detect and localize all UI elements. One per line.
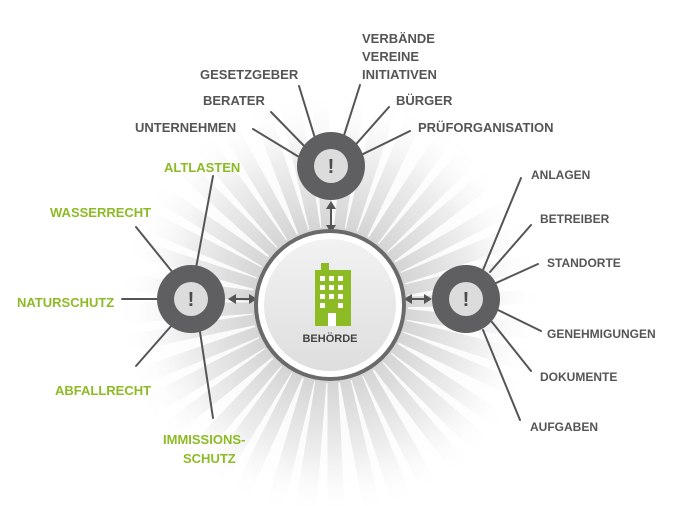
line-genehmigungen [497, 309, 542, 332]
label-naturschutz: NATURSCHUTZ [17, 295, 115, 310]
light-ray [284, 381, 316, 506]
light-ray [173, 357, 274, 451]
label-genehmigungen: GENEHMIGUNGEN [547, 327, 656, 341]
line-altlasten [195, 175, 214, 269]
light-ray [198, 365, 283, 470]
light-ray [400, 214, 519, 273]
light-ray [224, 372, 293, 487]
light-ray [367, 121, 439, 238]
line-standorte [495, 263, 539, 284]
label-initiativen: INITIATIVEN [362, 67, 437, 82]
center-node [254, 229, 406, 381]
label-aufgaben: AUFGABEN [530, 420, 598, 434]
light-ray [211, 131, 288, 241]
light-ray [156, 347, 266, 424]
light-ray [406, 319, 533, 351]
light-ray [362, 375, 421, 494]
light-ray [148, 199, 263, 268]
light-ray [372, 369, 452, 481]
light-ray [402, 331, 525, 382]
light-ray [356, 110, 407, 233]
label-gesetzgeber: GESETZGEBER [200, 67, 299, 82]
label-wasserrecht: WASSERRECHT [50, 205, 152, 220]
label-vereine: VEREINE [362, 49, 420, 64]
label-standorte: STANDORTE [547, 256, 621, 270]
label-pruefergebnisse: PRÜFORGANISATION [418, 120, 554, 135]
light-ray [377, 140, 462, 245]
line-anlagen [482, 177, 522, 271]
line-berater [270, 111, 311, 153]
light-ray [186, 150, 278, 249]
double-arrow-top [326, 201, 336, 233]
light-ray [135, 228, 258, 279]
light-ray [316, 382, 328, 506]
light-ray [163, 170, 270, 258]
line-dokumente [491, 321, 532, 372]
label-dokumente: DOKUMENTE [540, 370, 618, 384]
label-unternehmen: UNTERNEHMEN [135, 120, 237, 135]
line-aufgaben [482, 329, 521, 421]
light-ray [338, 382, 363, 506]
label-immissions: IMMISSIONS- [163, 432, 246, 447]
hub-right-symbol: ! [463, 289, 470, 311]
line-unternehmen [252, 128, 305, 161]
light-ray [397, 342, 514, 414]
hub-left-symbol: ! [188, 289, 195, 311]
light-ray [390, 352, 495, 437]
label-schutz: SCHUTZ [183, 451, 236, 466]
center-label-behoerde: BEHÖRDE [302, 333, 358, 345]
label-buerger: BÜRGER [396, 93, 453, 108]
light-ray [250, 377, 304, 501]
light-ray [404, 243, 529, 285]
light-ray [386, 161, 485, 253]
hub-left: ! [157, 265, 225, 333]
line-pruef [356, 130, 411, 158]
line-betreiber [489, 224, 532, 273]
label-anlagen: ANLAGEN [531, 168, 591, 182]
label-betreiber: BETREIBER [540, 212, 610, 226]
building-icon [315, 263, 351, 326]
label-verbaende: VERBÄNDE [362, 31, 435, 46]
hub-top: ! [297, 132, 365, 200]
light-ray [268, 106, 310, 231]
label-berater: BERATER [203, 93, 265, 108]
light-ray [130, 325, 256, 370]
light-ray [236, 115, 299, 235]
hub-top-symbol: ! [328, 156, 335, 178]
light-ray [394, 183, 506, 263]
light-ray [350, 379, 392, 504]
light-ray [141, 337, 260, 396]
label-altlasten: ALTLASTEN [164, 160, 241, 175]
line-abfallrecht [135, 324, 173, 367]
hub-right: ! [432, 265, 500, 333]
double-arrow-left [228, 294, 257, 304]
light-ray [382, 361, 474, 460]
label-abfallrecht: ABFALLRECHT [55, 383, 152, 398]
line-wasserrecht [135, 226, 179, 280]
double-arrow-right [404, 294, 432, 304]
line-immissions [199, 331, 214, 419]
